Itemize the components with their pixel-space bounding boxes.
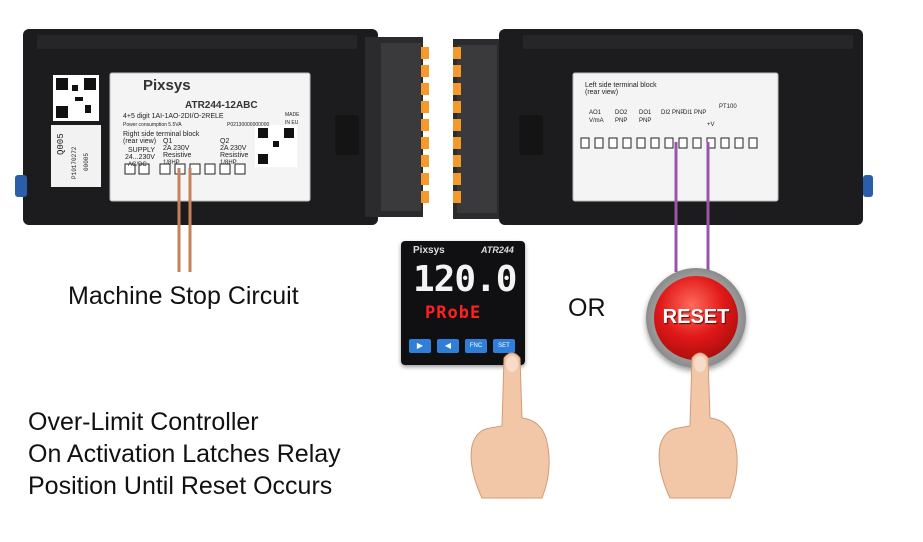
hand-pressing-reset [650,348,750,508]
reset-button-label: RESET [654,306,738,329]
right-arrow-icon: ▶ [417,341,423,350]
description-line-1: Over-Limit Controller [28,406,341,438]
description-line-3: Position Until Reset Occurs [28,470,341,502]
controller-sub-display: PRobE [425,303,481,323]
description-line-2: On Activation Latches Relay [28,438,341,470]
controller-main-display: 120.0 [413,259,516,300]
machine-stop-caption: Machine Stop Circuit [68,282,299,311]
controller-front: Pixsys ATR244 120.0 PRobE ▶ ◀ FNC SET [401,241,525,365]
left-arrow-icon: ◀ [445,341,451,350]
or-caption: OR [568,294,606,323]
hand-pressing-set [462,348,562,508]
description-block: Over-Limit Controller On Activation Latc… [28,406,341,502]
controller-brand: Pixsys [413,245,445,256]
controller-button-right[interactable]: ▶ [409,339,431,353]
controller-model: ATR244 [481,245,514,255]
controller-button-left[interactable]: ◀ [437,339,459,353]
